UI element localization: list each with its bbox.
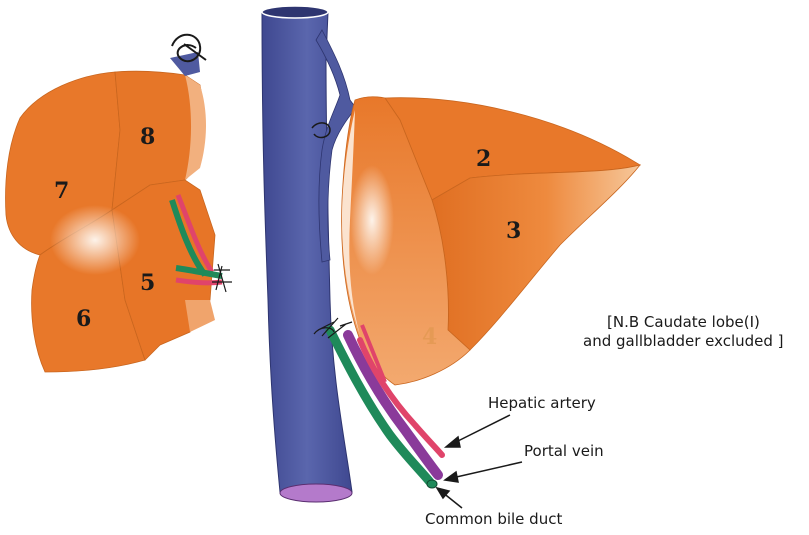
note-line-2: and gallbladder excluded ] xyxy=(583,332,784,350)
inferior-vena-cava xyxy=(262,6,356,502)
segment-5-label: 5 xyxy=(140,270,155,296)
segment-5-light-edge xyxy=(185,300,215,332)
ivc-top-opening xyxy=(262,6,328,18)
ivc-bottom-opening xyxy=(280,484,352,502)
segment-2-label: 2 xyxy=(476,146,491,172)
hepatic-vein-stump xyxy=(170,52,200,76)
note-line-1: [N.B Caudate lobe(I) xyxy=(607,313,760,331)
pedicle-suture-icon xyxy=(212,264,232,292)
segment-7-label: 7 xyxy=(54,178,69,204)
common-bile-duct-label: Common bile duct xyxy=(425,510,562,528)
right-lobe-highlight xyxy=(50,205,140,275)
hepatic-artery-label: Hepatic artery xyxy=(488,394,596,412)
segment-4-label: 4 xyxy=(422,324,437,350)
portal-vein-label: Portal vein xyxy=(524,442,604,460)
bile-duct-end xyxy=(427,480,437,488)
left-lobe-highlight xyxy=(350,165,394,275)
segment-8-label: 8 xyxy=(140,124,155,150)
segment-6-label: 6 xyxy=(76,306,91,332)
portal-vein-arrowhead xyxy=(445,472,458,482)
hepatic-artery-arrowhead xyxy=(446,437,460,447)
portal-vein-arrow xyxy=(452,462,522,478)
hepatic-artery-arrow xyxy=(452,415,510,444)
segment-3-label: 3 xyxy=(506,218,521,244)
callout-arrows xyxy=(437,415,522,508)
